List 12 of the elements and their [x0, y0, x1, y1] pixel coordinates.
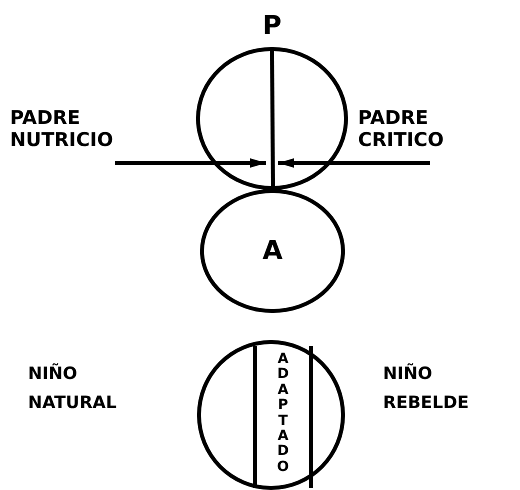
- vertical-label: ADAPTADO: [276, 352, 290, 476]
- arrow: [115, 158, 266, 168]
- ego-state-label: A: [262, 236, 283, 266]
- ego-state-label: NIÑO NATURAL: [28, 362, 118, 415]
- ego-state-label: NIÑO REBELDE: [383, 362, 470, 415]
- circle-shape: [200, 189, 345, 313]
- vertical-band: [253, 346, 313, 488]
- callout-text: PADRE NUTRICIO: [10, 108, 150, 152]
- ego-state-label: P: [262, 11, 282, 41]
- callout-text: PADRE CRITICO: [358, 108, 508, 152]
- arrow: [278, 158, 430, 168]
- circle-shape: [197, 340, 345, 490]
